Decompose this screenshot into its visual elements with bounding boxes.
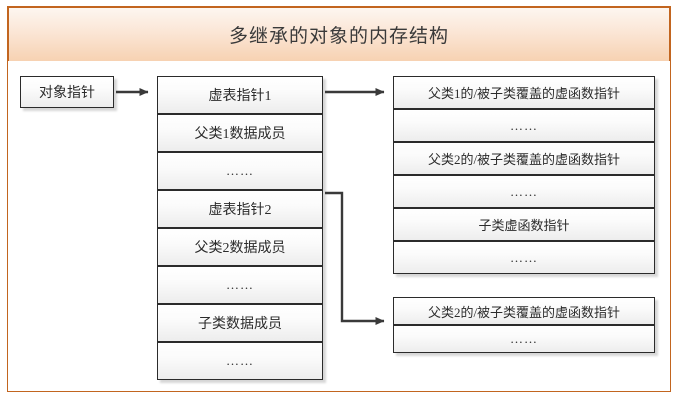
cell-label: 父类1数据成员 [194, 127, 286, 142]
vtable2-stack: 父类2的/被子类覆盖的虚函数指针 …… [393, 297, 655, 353]
vtable2-cell-1: …… [393, 325, 655, 353]
cell-label: …… [510, 331, 538, 346]
object-layout-cell-2: …… [157, 152, 323, 190]
object-layout-cell-5: …… [157, 266, 323, 304]
diagram-title-bar: 多继承的对象的内存结构 [8, 7, 670, 61]
cell-label: 虚表指针1 [208, 89, 272, 104]
cell-label: …… [510, 249, 538, 265]
vtable1-cell-2: 父类2的/被子类覆盖的虚函数指针 [393, 142, 655, 175]
cell-label: 虚表指针2 [208, 203, 272, 218]
vtable1-cell-3: …… [393, 175, 655, 208]
vtable2-cell-0: 父类2的/被子类覆盖的虚函数指针 [393, 297, 655, 325]
vtable1-cell-4: 子类虚函数指针 [393, 208, 655, 241]
object-layout-cell-4: 父类2数据成员 [157, 228, 323, 266]
cell-label: 父类1的/被子类覆盖的虚函数指针 [427, 86, 621, 101]
object-layout-cell-6: 子类数据成员 [157, 304, 323, 342]
object-layout-cell-3: 虚表指针2 [157, 190, 323, 228]
object-layout-cell-0: 虚表指针1 [157, 76, 323, 114]
vtable1-cell-0: 父类1的/被子类覆盖的虚函数指针 [393, 76, 655, 109]
cell-label: 子类数据成员 [198, 317, 282, 332]
cell-label: 父类2数据成员 [194, 241, 286, 256]
cell-label: 子类虚函数指针 [478, 218, 570, 233]
page-title: 多继承的对象的内存结构 [228, 26, 449, 47]
cell-label: …… [226, 277, 254, 292]
cell-label: …… [510, 183, 538, 199]
vtable1-stack: 父类1的/被子类覆盖的虚函数指针 …… 父类2的/被子类覆盖的虚函数指针 …… … [393, 76, 655, 275]
cell-label: 父类2的/被子类覆盖的虚函数指针 [427, 152, 621, 167]
vtable1-cell-1: …… [393, 109, 655, 142]
object-pointer-box: 对象指针 [20, 76, 114, 108]
object-layout-stack: 虚表指针1 父类1数据成员 …… 虚表指针2 父类2数据成员 …… 子类数据成员… [157, 76, 323, 380]
cell-label: …… [510, 117, 538, 133]
cell-label: …… [226, 353, 254, 368]
object-layout-cell-7: …… [157, 342, 323, 380]
vtable1-cell-5: …… [393, 241, 655, 274]
object-pointer-label: 对象指针 [39, 86, 95, 101]
object-layout-cell-1: 父类1数据成员 [157, 114, 323, 152]
cell-label: …… [226, 163, 254, 178]
cell-label: 父类2的/被子类覆盖的虚函数指针 [427, 304, 621, 320]
